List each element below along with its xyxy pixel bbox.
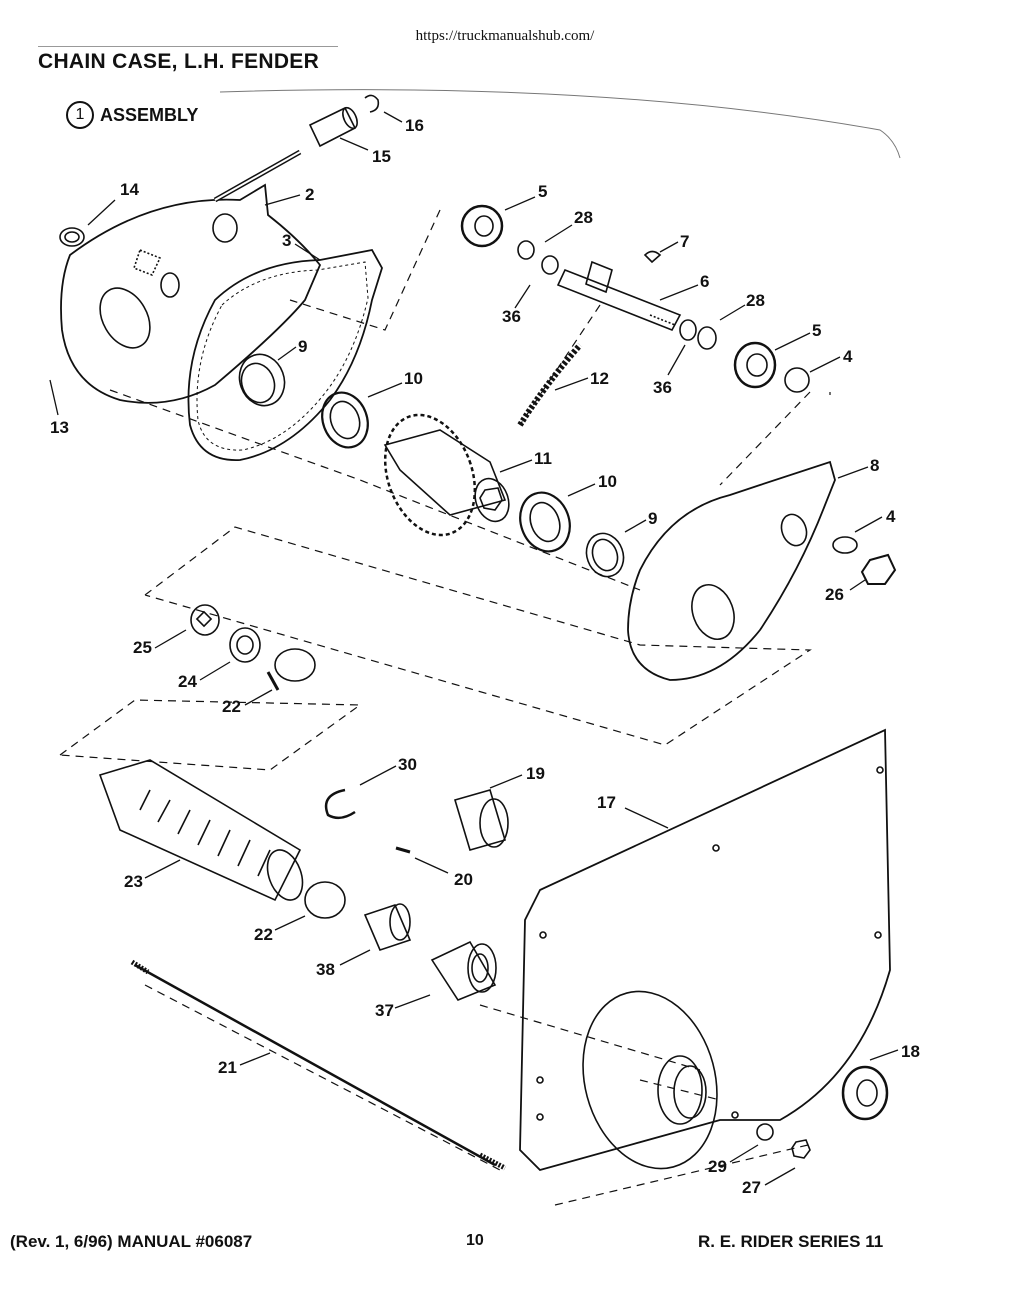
part-20-fitting (395, 846, 411, 854)
callout-22-upper: 22 (222, 697, 241, 716)
upper-guide-line (219, 89, 901, 159)
callout-5-lower: 5 (812, 321, 821, 340)
callout-5-upper: 5 (538, 182, 547, 201)
part-4-washer-upper (784, 367, 810, 393)
part-5-bearing-lower (733, 341, 777, 389)
part-10-seal-upper (321, 391, 369, 449)
callout-23: 23 (124, 872, 143, 891)
callout-30: 30 (398, 755, 417, 774)
callout-27: 27 (742, 1178, 761, 1197)
callout-labels: 16 15 14 2 3 5 28 7 6 36 28 5 4 36 9 10 … (50, 116, 920, 1197)
callout-9-lower: 9 (648, 509, 657, 528)
callout-4-upper: 4 (843, 347, 853, 366)
manual-revision: (Rev. 1, 6/96) MANUAL #06087 (10, 1232, 253, 1251)
callout-29: 29 (708, 1157, 727, 1176)
part-22-clamp-upper (274, 648, 316, 682)
callout-16: 16 (405, 116, 424, 135)
callout-36-lower: 36 (653, 378, 672, 397)
callout-3: 3 (282, 231, 291, 250)
part-22-clamp-lower (304, 881, 346, 919)
callout-4-lower: 4 (886, 507, 896, 526)
part-9-bearing-upper (238, 353, 286, 407)
assembly-number-circle: 1 (66, 101, 94, 129)
part-29-washer (756, 1123, 774, 1141)
part-21-rod (134, 963, 496, 1167)
part-14-plug (59, 227, 85, 247)
title-rule (38, 46, 338, 47)
part-6-shaft (556, 260, 682, 332)
part-7-key (643, 250, 662, 264)
part-15-bushing (308, 106, 358, 148)
callout-17: 17 (597, 793, 616, 812)
source-url: https://truckmanualshub.com/ (415, 28, 595, 44)
part-16-clip (364, 94, 380, 113)
part-9-bearing-lower (585, 532, 625, 578)
part-19-coupling (454, 789, 509, 851)
part-12-chain (517, 343, 583, 427)
callout-9-upper: 9 (298, 337, 307, 356)
part-28-washer-upper (517, 240, 535, 260)
callout-7: 7 (680, 232, 689, 251)
part-17-fender-panel (519, 728, 891, 1172)
part-37-bearing-housing (430, 940, 497, 1001)
callout-37: 37 (375, 1001, 394, 1020)
part-25-washer (190, 604, 220, 636)
assembly-heading: 1 ASSEMBLY (66, 100, 198, 130)
part-3-gasket (187, 248, 383, 461)
part-27-nut (791, 1139, 811, 1159)
leader-lines (49, 111, 899, 1186)
callout-8: 8 (870, 456, 879, 475)
callout-14: 14 (120, 180, 139, 199)
assembly-label: ASSEMBLY (100, 104, 199, 125)
callout-19: 19 (526, 764, 545, 783)
part-18-collar (841, 1065, 889, 1121)
callout-12: 12 (590, 369, 609, 388)
part-30-ring (324, 788, 356, 820)
assembly-guide-lines (59, 209, 831, 1206)
series-name: R. E. RIDER SERIES 11 (698, 1232, 884, 1251)
callout-11: 11 (534, 449, 552, 468)
callout-38: 38 (316, 960, 335, 979)
page-title: CHAIN CASE, L.H. FENDER (38, 50, 320, 73)
part-11-sprocket (383, 413, 510, 537)
part-5-bearing-upper (460, 204, 504, 248)
callout-6: 6 (700, 272, 709, 291)
callout-28-lower: 28 (746, 291, 765, 310)
callout-25: 25 (133, 638, 152, 657)
part-28-washer-lower (697, 326, 717, 350)
callout-20: 20 (454, 870, 473, 889)
part-38-bushing (363, 903, 412, 951)
part-36-washer-lower (679, 319, 697, 341)
callout-15: 15 (372, 147, 391, 166)
part-26-nut (860, 553, 897, 585)
callout-10-upper: 10 (404, 369, 423, 388)
callout-22-lower: 22 (254, 925, 273, 944)
callout-13: 13 (50, 418, 69, 437)
part-36-washer-upper (541, 255, 559, 275)
callout-2: 2 (305, 185, 314, 204)
part-24-washer (229, 627, 261, 663)
callout-10-lower: 10 (598, 472, 617, 491)
page-number: 10 (466, 1232, 484, 1249)
callout-36-upper: 36 (502, 307, 521, 326)
part-8-inner-plate (627, 460, 836, 681)
callout-24: 24 (178, 672, 197, 691)
callout-21: 21 (218, 1058, 237, 1077)
part-4-washer-lower (832, 536, 858, 554)
callout-18: 18 (901, 1042, 920, 1061)
part-10-seal-lower (519, 491, 571, 553)
callout-28-upper: 28 (574, 208, 593, 227)
callout-26: 26 (825, 585, 844, 604)
chain-case-outer-plate (60, 149, 322, 404)
part-23-boot (98, 759, 304, 902)
